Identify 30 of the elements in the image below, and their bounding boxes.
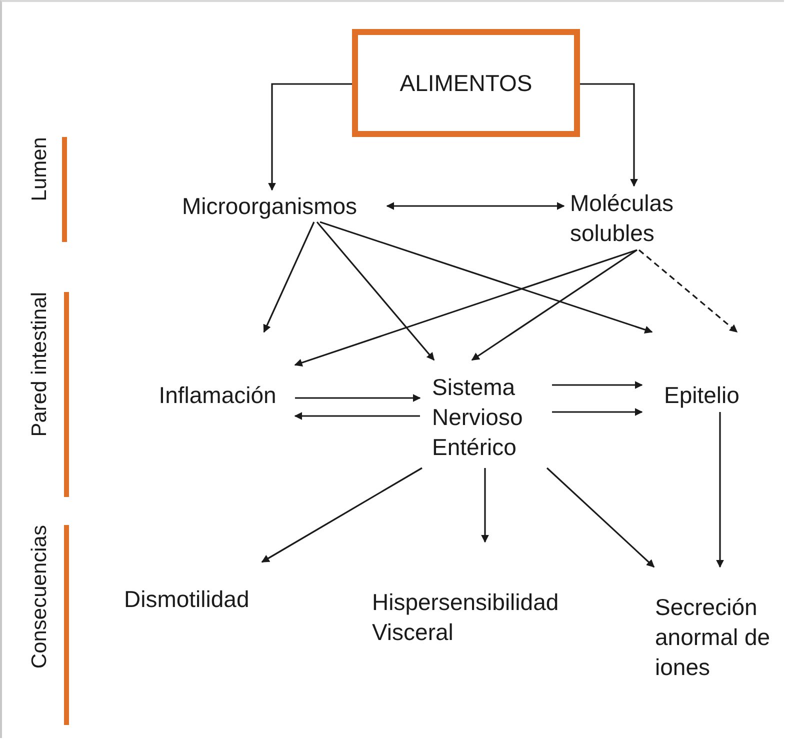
arrow xyxy=(580,83,638,187)
node-text: Inflamación xyxy=(158,381,278,410)
arrow xyxy=(320,221,653,334)
title-box xyxy=(352,29,580,137)
node-text: Secreción anormal de iones xyxy=(655,593,772,682)
arrow xyxy=(263,222,315,333)
arrow xyxy=(552,408,643,416)
arrow xyxy=(295,394,421,402)
arrow xyxy=(546,467,655,568)
node-text: Moléculas solubles xyxy=(570,189,675,248)
arrow xyxy=(471,249,638,361)
arrow xyxy=(294,249,638,366)
arrow xyxy=(261,467,422,563)
node-text: ALIMENTOS xyxy=(400,69,532,98)
arrow xyxy=(268,83,352,191)
arrow xyxy=(638,249,738,333)
node-text: Microorganismos xyxy=(180,192,358,221)
arrow xyxy=(552,381,643,389)
node-text: Epitelio xyxy=(664,381,740,410)
arrow xyxy=(386,202,565,210)
node-text: Dismotilidad xyxy=(124,585,250,614)
section-label: Pared intestinal xyxy=(28,292,52,437)
arrow xyxy=(316,221,435,361)
section-label: Lumen xyxy=(28,137,52,202)
arrow xyxy=(481,468,489,543)
node-text: Hispersensibilidad Visceral xyxy=(372,588,560,647)
arrow xyxy=(716,412,724,568)
arrow xyxy=(294,412,420,420)
node-text: Sistema Nervioso Entérico xyxy=(432,373,524,462)
section-label: Consecuencias xyxy=(28,525,52,669)
